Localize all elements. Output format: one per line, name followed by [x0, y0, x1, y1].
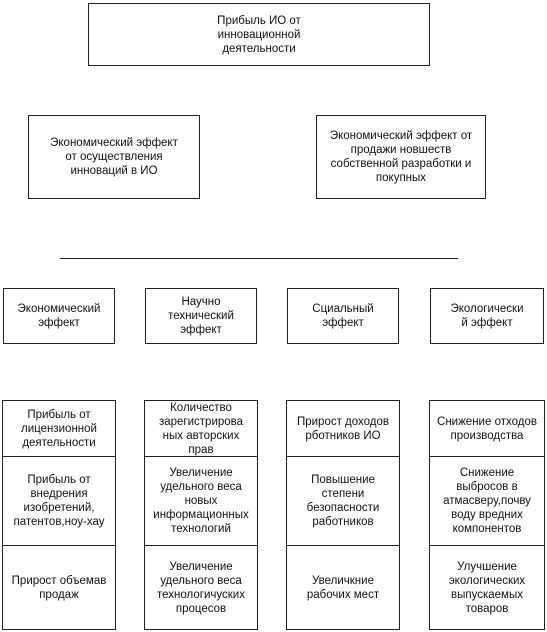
top-box-profit: Прибыль ИО от инновационной деятельности — [88, 3, 430, 66]
effect-label: Научно технический эффект — [168, 296, 234, 336]
cell-divider — [430, 456, 544, 457]
cell-divider — [145, 545, 257, 546]
indicator-cell: Количество зарегистрирова ных авторских … — [158, 401, 244, 456]
mid-right-text: Экономический эффект от продажи новшеств… — [329, 130, 473, 184]
indicator-cell: Прирост объемав продаж — [11, 574, 107, 601]
cell-divider — [287, 545, 399, 546]
effect-label: Сциальный эффект — [312, 303, 374, 329]
indicator-cell: Прибыль от лицензионной деятельности — [21, 408, 97, 449]
effect-box-ecological: Экологически й эффект — [430, 288, 544, 344]
mid-right-box: Экономический эффект от продажи новшеств… — [316, 115, 486, 199]
effect-box-economic: Экономический эффект — [3, 288, 115, 344]
indicator-column-social: Прирост доходов рботников ИО Повышение с… — [286, 400, 400, 630]
indicator-cell: Снижение отходов производства — [437, 415, 537, 442]
mid-left-text: Экономический эффект от осуществления ин… — [50, 137, 178, 177]
separator-line — [60, 258, 458, 259]
cell-divider — [3, 545, 115, 546]
indicator-column-economic: Прибыль от лицензионной деятельности При… — [2, 400, 116, 630]
indicator-cell: Снижение выбросов в атмасверу,почву воду… — [443, 467, 531, 535]
effect-label: Экономический эффект — [17, 303, 101, 329]
indicator-cell: Прибыль от внедрения изобретений, патент… — [13, 474, 105, 528]
indicator-cell: Прирост доходов рботников ИО — [296, 415, 390, 442]
indicator-cell: Увеличение удельного веса технологичуски… — [157, 560, 245, 615]
effect-box-social: Сциальный эффект — [287, 288, 399, 344]
cell-divider — [145, 456, 257, 457]
indicator-column-scitech: Количество зарегистрирова ных авторских … — [144, 400, 258, 630]
effect-box-scitech: Научно технический эффект — [145, 288, 257, 344]
cell-divider — [3, 456, 115, 457]
top-box-text: Прибыль ИО от инновационной деятельности — [217, 14, 301, 55]
cell-divider — [287, 456, 399, 457]
indicator-column-ecological: Снижение отходов производства Снижение в… — [429, 400, 545, 630]
indicator-cell: Повышение степени безопасности работнико… — [306, 474, 380, 528]
indicator-cell: Увеличение удельного веса новых информац… — [153, 467, 249, 535]
indicator-cell: Улучшение экологических выпускаемых това… — [448, 560, 526, 615]
effect-label: Экологически й эффект — [450, 303, 524, 329]
mid-left-box: Экономический эффект от осуществления ин… — [28, 115, 200, 199]
indicator-cell: Увеличкние рабочих мест — [306, 574, 380, 601]
cell-divider — [430, 545, 544, 546]
